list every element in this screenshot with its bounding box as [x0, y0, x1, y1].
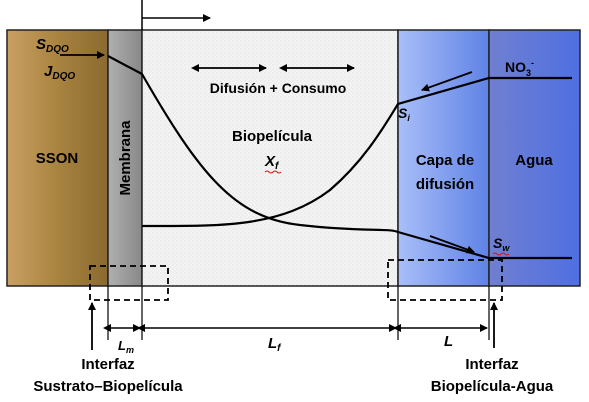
left-interface-label-line1: Interfaz	[81, 356, 134, 373]
water-region	[488, 29, 581, 287]
xf-spellcheck-underline	[264, 170, 282, 174]
difusion-consumo-label: Difusión + Consumo	[210, 80, 347, 96]
no3-label: NO3-	[505, 58, 534, 78]
lm-label: Lm	[118, 338, 134, 355]
no3-arrow	[421, 71, 473, 92]
right-interface-label-line1: Interfaz	[465, 356, 518, 373]
capa-label-line2: difusión	[416, 176, 474, 193]
lf-label: Lf	[268, 335, 282, 354]
membrane-region	[107, 29, 143, 287]
diffusion-layer-region	[397, 29, 490, 287]
left-interface-label-line2: Sustrato–Biopelícula	[33, 378, 183, 395]
sw-spellcheck-underline	[492, 252, 510, 256]
capa-label-line1: Capa de	[416, 152, 474, 169]
left-interface-box	[89, 265, 169, 301]
sw-label: Sw	[493, 235, 510, 253]
j-dqo-label: JDQO	[44, 63, 75, 82]
s-dqo-label: SDQO	[36, 36, 69, 55]
right-interface-box	[387, 259, 503, 301]
right-interface-label-line2: Biopelícula-Agua	[431, 378, 554, 395]
biofilm-region	[141, 29, 399, 287]
xf-label: Xf	[264, 153, 280, 172]
substrate-profile-curve	[107, 55, 572, 260]
agua-label: Agua	[515, 152, 553, 169]
sson-label: SSON	[36, 150, 79, 167]
sson-region	[6, 29, 109, 287]
si-label: Si	[398, 105, 410, 123]
biopelicula-label: Biopelícula	[232, 128, 313, 145]
sw-arrow	[429, 235, 475, 254]
membrana-label: Membrana	[117, 120, 134, 196]
biomass-profile-curve	[141, 76, 572, 228]
l-label: L	[444, 333, 453, 350]
